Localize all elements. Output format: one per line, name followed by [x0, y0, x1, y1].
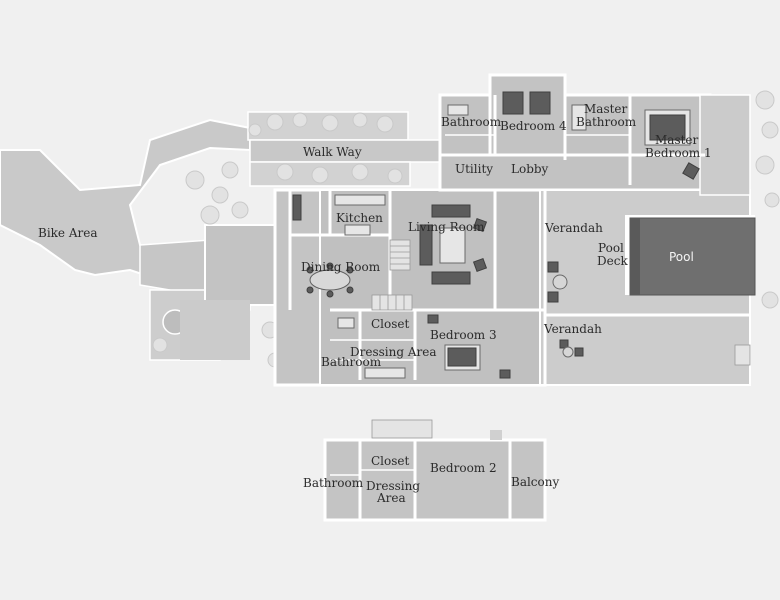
- label-bedroom-2: Bedroom 2: [430, 461, 497, 475]
- label-bike-area: Bike Area: [38, 226, 98, 240]
- label-verandah-bottom: Verandah: [543, 322, 602, 336]
- stairs: [371, 239, 751, 439]
- furniture: [292, 91, 700, 514]
- label-master-bedroom-2: Bedroom 1: [645, 146, 712, 160]
- label-closet-lower: Closet: [371, 454, 410, 468]
- bike-area-path: [0, 118, 286, 361]
- label-dressing-lower-1: Dressing: [366, 479, 420, 493]
- label-lobby: Lobby: [511, 162, 549, 176]
- lower-wing: [323, 430, 547, 522]
- label-dining-room: Dining Room: [301, 260, 381, 274]
- label-bedroom-3: Bedroom 3: [430, 328, 497, 342]
- label-utility: Utility: [455, 162, 493, 176]
- room-labels: Bike Area Walk Way Kitchen Dining Room L…: [38, 102, 712, 505]
- label-dressing-area-main: Dressing Area: [350, 345, 437, 359]
- label-master-bathroom-1: Master: [584, 102, 628, 116]
- pool: [625, 215, 756, 296]
- label-closet-main: Closet: [371, 317, 410, 331]
- label-balcony: Balcony: [511, 475, 559, 489]
- label-bathroom-main: Bathroom: [321, 355, 382, 369]
- label-walk-way: Walk Way: [303, 145, 362, 159]
- interior-walls: [288, 95, 750, 385]
- label-living-room: Living Room: [408, 220, 485, 234]
- label-bathroom-upper: Bathroom: [441, 115, 502, 129]
- label-master-bedroom-1: Master: [655, 133, 699, 147]
- label-pool: Pool: [669, 250, 694, 264]
- label-bathroom-lower: Bathroom: [303, 476, 364, 490]
- label-bedroom-4: Bedroom 4: [500, 119, 567, 133]
- label-kitchen: Kitchen: [336, 211, 383, 225]
- label-dressing-lower-2: Area: [376, 491, 406, 505]
- label-pool-deck-2: Deck: [597, 254, 628, 268]
- label-verandah-top: Verandah: [544, 221, 603, 235]
- label-pool-deck-1: Pool: [598, 241, 624, 255]
- label-master-bathroom-2: Bathroom: [576, 115, 637, 129]
